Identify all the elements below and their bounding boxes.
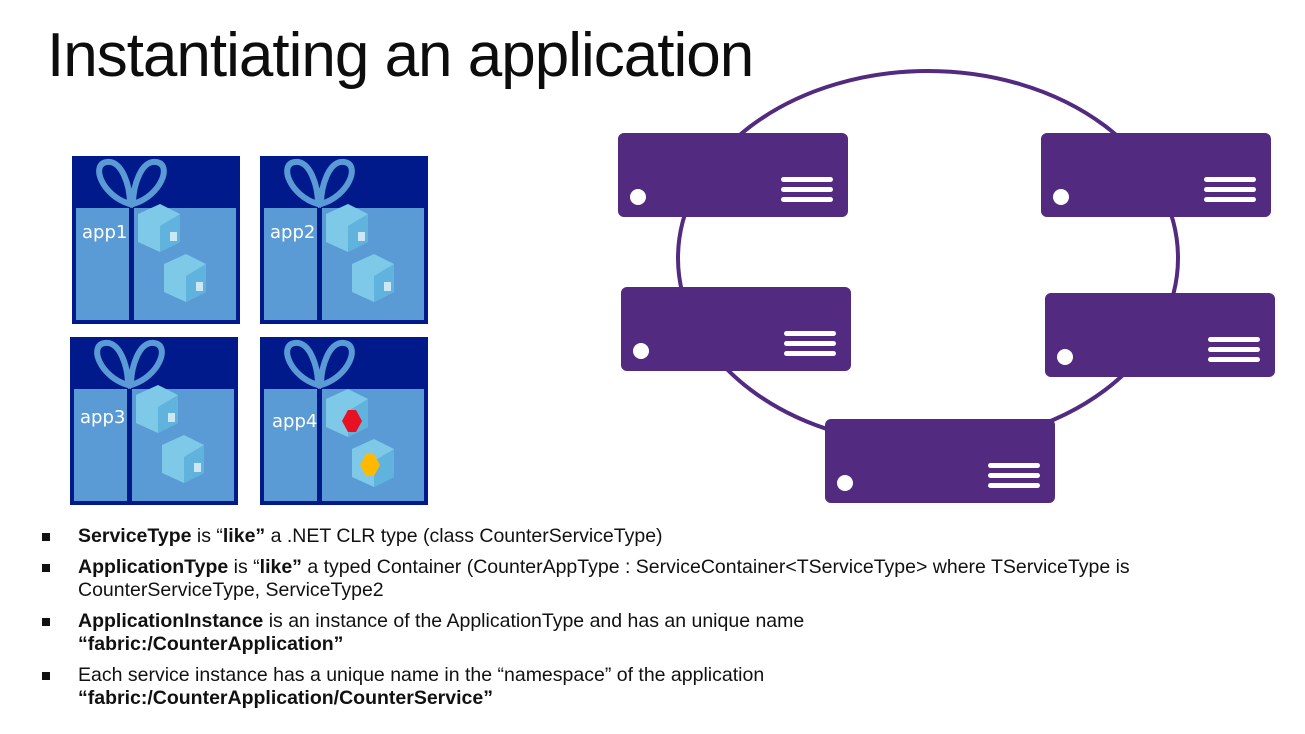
bullet-item: ApplicationType is “like” a typed Contai… [40,556,1280,602]
bullet-text: is an instance of the ApplicationType an… [263,610,805,632]
app-label: app2 [270,222,316,243]
cube-package-icon [326,204,368,252]
bullet-square-icon [42,564,50,572]
bullet-item: ServiceType is “like” a .NET CLR type (c… [40,525,1280,548]
bullet-square-icon [42,618,50,626]
ribbon-bow-icon [96,159,167,208]
bullet-text: is “ [191,525,223,547]
server-icon [825,419,1055,503]
app-label: app4 [272,411,318,432]
gift-box-graphic [72,156,240,324]
bullet-text: a .NET CLR type (class CounterServiceTyp… [265,525,663,547]
bullet-square-icon [42,533,50,541]
bullet-term: ApplicationInstance [78,610,264,632]
bullet-text: is “ [228,556,260,578]
gift-box-graphic [70,337,238,505]
server-icon [618,133,848,217]
server-icon [1041,133,1271,217]
bullet-item: Each service instance has a unique name … [40,664,1280,710]
page-title: Instantiating an application [47,21,754,90]
cube-package-icon [164,254,206,302]
bullet-emphasis: “fabric:/CounterApplication” [78,633,344,655]
app-package-box-app4: app4 [260,337,430,507]
bullet-item: ApplicationInstance is an instance of th… [40,610,1280,656]
gift-box-graphic [260,156,428,324]
bullet-text: a typed Container (CounterAppType : Serv… [78,556,1130,601]
cube-package-icon [162,435,204,483]
server-icon [1045,293,1275,377]
cube-package-icon [352,254,394,302]
app-package-box-app3: app3 [70,337,240,507]
cube-package-icon [136,385,178,433]
app-package-box-app1: app1 [72,156,242,326]
bullet-term: ServiceType [78,525,192,547]
bullet-emphasis: “fabric:/CounterApplication/CounterServi… [78,687,493,709]
bullet-term: ApplicationType [78,556,229,578]
server-icon [621,287,851,371]
app-label: app3 [80,407,126,428]
bullet-square-icon [42,672,50,680]
bullet-text: Each service instance has a unique name … [78,664,765,686]
red-hexagon-icon [342,410,362,432]
app-label: app1 [82,222,128,243]
app-package-box-app2: app2 [260,156,430,326]
bullet-list: ServiceType is “like” a .NET CLR type (c… [40,525,1280,718]
ribbon-bow-icon [284,340,355,389]
ribbon-bow-icon [284,159,355,208]
yellow-hexagon-icon [360,454,380,476]
ribbon-bow-icon [94,340,165,389]
gift-box-graphic [260,337,428,505]
bullet-emphasis: like” [222,525,266,547]
bullet-emphasis: like” [259,556,302,578]
cube-package-icon [138,204,180,252]
